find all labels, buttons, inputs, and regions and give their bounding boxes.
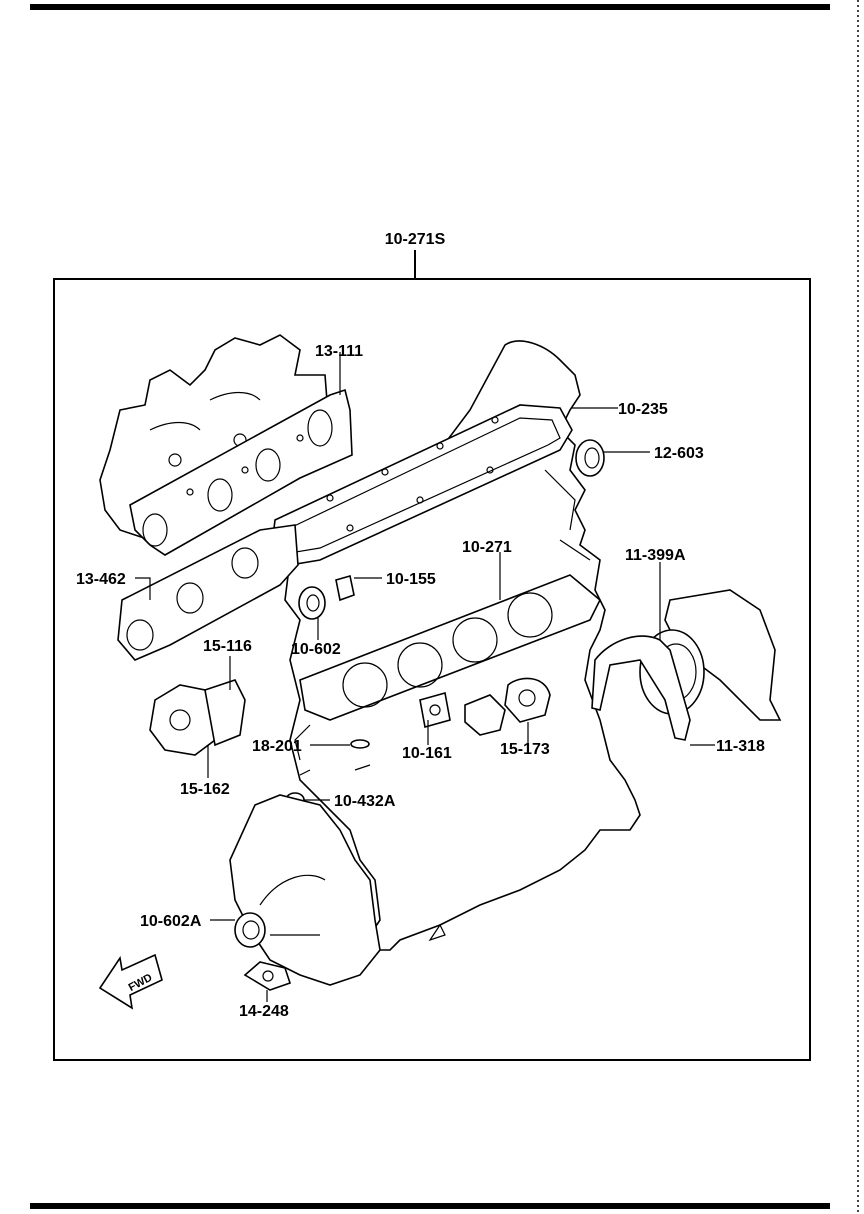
callout-10-602A: 10-602A [140, 913, 202, 930]
plug [335, 574, 355, 602]
camshaft-oil-seal [575, 439, 605, 477]
kit-frame [53, 278, 811, 1061]
kit-label: 10-271S [385, 231, 446, 248]
callout-12-603: 12-603 [654, 445, 704, 462]
thermostat-housing [464, 694, 506, 736]
callout-15-173: 15-173 [500, 741, 550, 758]
water-outlet-gasket [504, 677, 551, 723]
front-oil-seal [298, 586, 326, 620]
o-ring [350, 739, 370, 749]
callout-18-201: 18-201 [252, 738, 302, 755]
callout-14-248: 14-248 [239, 1003, 289, 1020]
callout-13-111: 13-111 [315, 343, 363, 360]
thermostat-gasket [419, 691, 451, 729]
callout-10-271: 10-271 [462, 539, 512, 556]
fwd-arrow: FWD [98, 953, 163, 1010]
callout-11-318: 11-318 [716, 738, 765, 755]
cylinder-head-gasket [299, 574, 601, 721]
intake-manifold-gasket [129, 388, 353, 556]
callout-10-161: 10-161 [402, 745, 452, 762]
callout-15-116: 15-116 [203, 638, 252, 655]
leader-lines [135, 352, 715, 1002]
callout-10-155: 10-155 [386, 571, 436, 588]
callout-10-602: 10-602 [291, 641, 341, 658]
exhaust-manifold-gasket [117, 524, 299, 661]
bottom-rule [30, 1203, 830, 1209]
timing-cover [229, 794, 381, 986]
oil-filter-gasket [243, 961, 292, 991]
callout-10-235: 10-235 [618, 401, 668, 418]
callout-10-432A: 10-432A [334, 793, 396, 810]
crankshaft-front-seal [234, 912, 266, 948]
hose-lines [294, 724, 371, 776]
callout-15-162: 15-162 [180, 781, 230, 798]
callout-11-399A: 11-399A [625, 547, 686, 564]
callout-13-462: 13-462 [76, 571, 126, 588]
top-rule [30, 4, 830, 10]
